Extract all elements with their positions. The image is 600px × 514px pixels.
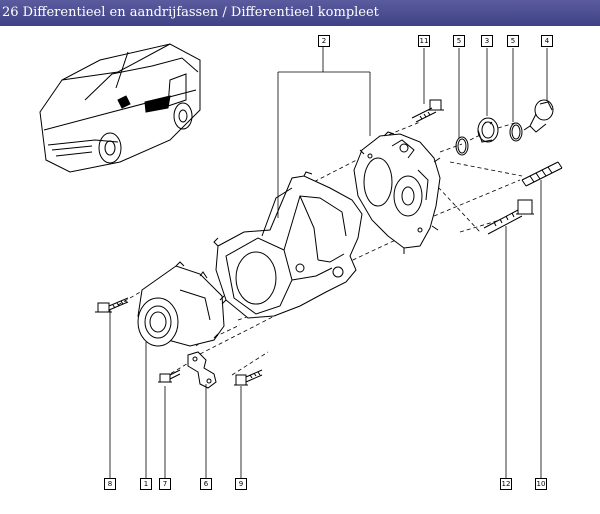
bolt-part-7 <box>158 369 181 383</box>
exploded-diagram <box>39 43 563 478</box>
callout-10[interactable]: 10 <box>535 478 547 490</box>
seal-part-3 <box>477 117 499 143</box>
callout-1[interactable]: 1 <box>140 478 152 490</box>
callout-4[interactable]: 4 <box>541 35 553 47</box>
callout-12[interactable]: 12 <box>500 478 512 490</box>
callout-7[interactable]: 7 <box>159 478 171 490</box>
bracket-part-6 <box>187 351 217 389</box>
bolt-part-9 <box>234 369 263 386</box>
circlip-part-5a <box>455 136 469 156</box>
callout-11[interactable]: 11 <box>418 35 430 47</box>
page-header: 26 Differentieel en aandrijfassen / Diff… <box>0 0 600 26</box>
leader-lines <box>109 47 548 478</box>
callout-5b[interactable]: 5 <box>507 35 519 47</box>
callout-3[interactable]: 3 <box>481 35 493 47</box>
long-bolt-part-12 <box>483 199 534 235</box>
bolt-part-8 <box>95 297 129 313</box>
stud-part-10 <box>521 161 563 187</box>
rear-cover-part-1 <box>137 261 225 347</box>
flange-shaft-part-4 <box>523 99 554 133</box>
car-illustration <box>39 43 201 173</box>
differential-housing-part-2 <box>213 171 363 319</box>
callout-6[interactable]: 6 <box>200 478 212 490</box>
bolt-part-11 <box>411 99 444 123</box>
page-title: 26 Differentieel en aandrijfassen / Diff… <box>2 5 379 20</box>
callout-5[interactable]: 5 <box>453 35 465 47</box>
callout-9[interactable]: 9 <box>235 478 247 490</box>
front-housing-part-2 <box>353 131 441 254</box>
callout-8[interactable]: 8 <box>104 478 116 490</box>
callout-2[interactable]: 2 <box>318 35 330 47</box>
circlip-part-5b <box>509 122 523 142</box>
